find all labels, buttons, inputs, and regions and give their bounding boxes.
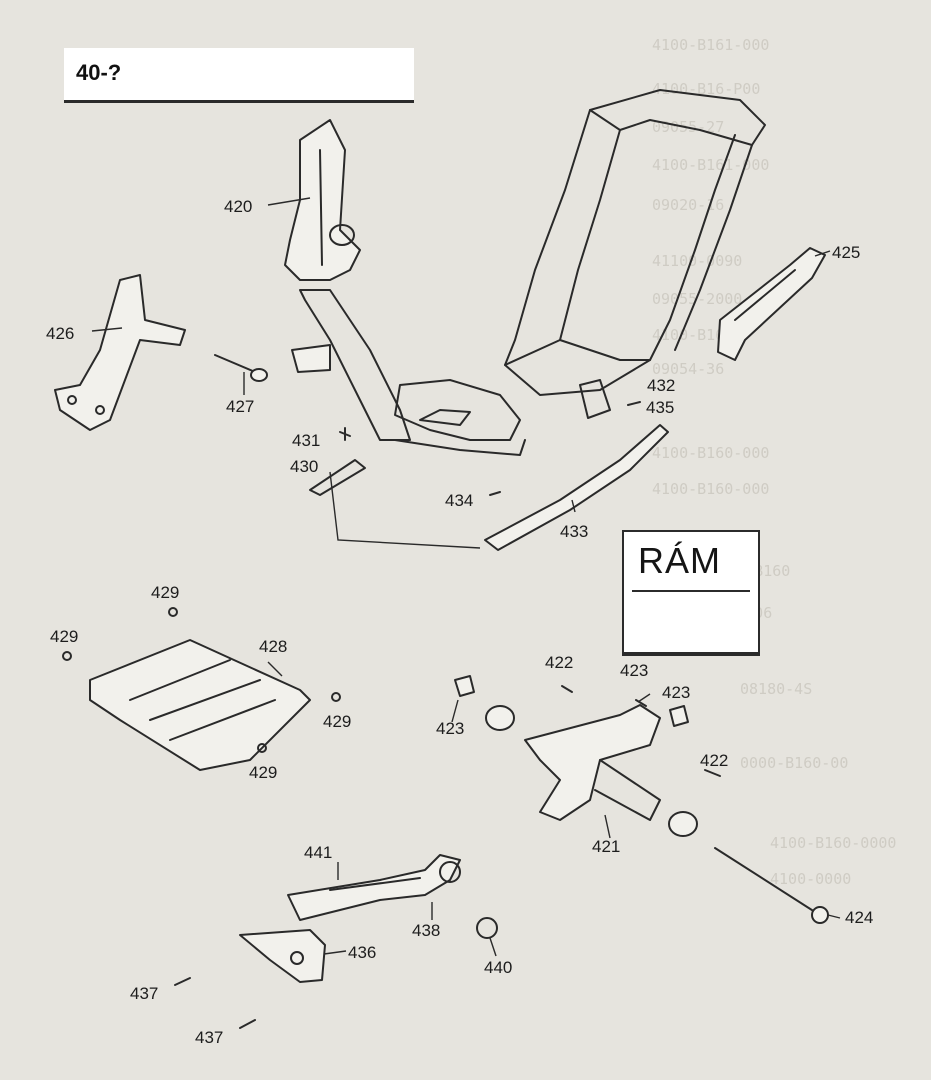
callout-426: 426 <box>46 324 74 343</box>
callout-427: 427 <box>226 397 254 416</box>
callout-440: 440 <box>484 958 512 977</box>
callout-438: 438 <box>412 921 440 940</box>
part-424-axle-bolt <box>714 847 829 924</box>
part-427-bolt <box>214 354 268 382</box>
page-code: 40-? <box>76 60 122 85</box>
callout-422-left: 422 <box>545 653 573 672</box>
callout-437-lower: 437 <box>195 1028 223 1047</box>
callout-423-top: 423 <box>620 661 648 680</box>
part-440-clip <box>476 917 498 939</box>
callout-423-right: 423 <box>662 683 690 702</box>
callout-424: 424 <box>845 908 873 927</box>
callout-428: 428 <box>259 637 287 656</box>
callout-429-left: 429 <box>50 627 78 646</box>
callout-430: 430 <box>290 457 318 476</box>
leader-lines <box>91 197 841 957</box>
callout-432: 432 <box>647 376 675 395</box>
part-426-bracket <box>54 274 186 431</box>
caption-rule <box>632 590 750 592</box>
part-421-center-stand <box>454 675 698 837</box>
callout-429-top: 429 <box>151 583 179 602</box>
callout-429-right: 429 <box>323 712 351 731</box>
callout-labels: 420 425 426 427 431 430 432 435 434 433 … <box>46 197 873 1047</box>
part-420-front-frame <box>284 119 411 441</box>
part-428-floor-tray <box>89 639 311 771</box>
callout-420: 420 <box>224 197 252 216</box>
part-433-frame-rail <box>309 424 669 551</box>
callout-425: 425 <box>832 243 860 262</box>
callout-421: 421 <box>592 837 620 856</box>
callout-429-bottom: 429 <box>249 763 277 782</box>
part-436-bracket-plate <box>239 929 326 983</box>
callout-423-left: 423 <box>436 719 464 738</box>
part-main-rear-frame <box>394 89 766 456</box>
callout-422-right: 422 <box>700 751 728 770</box>
callout-441: 441 <box>304 843 332 862</box>
callout-433: 433 <box>560 522 588 541</box>
part-425-grab-rail <box>717 247 826 361</box>
callout-437-upper: 437 <box>130 984 158 1003</box>
small-fasteners <box>62 401 721 1029</box>
callout-431: 431 <box>292 431 320 450</box>
caption-title: RÁM <box>638 540 721 581</box>
callout-434: 434 <box>445 491 473 510</box>
caption-box: RÁM <box>622 530 760 656</box>
part-441-side-stand <box>287 854 461 921</box>
callout-436: 436 <box>348 943 376 962</box>
callout-435: 435 <box>646 398 674 417</box>
page-code-box: 40-? <box>64 48 414 103</box>
